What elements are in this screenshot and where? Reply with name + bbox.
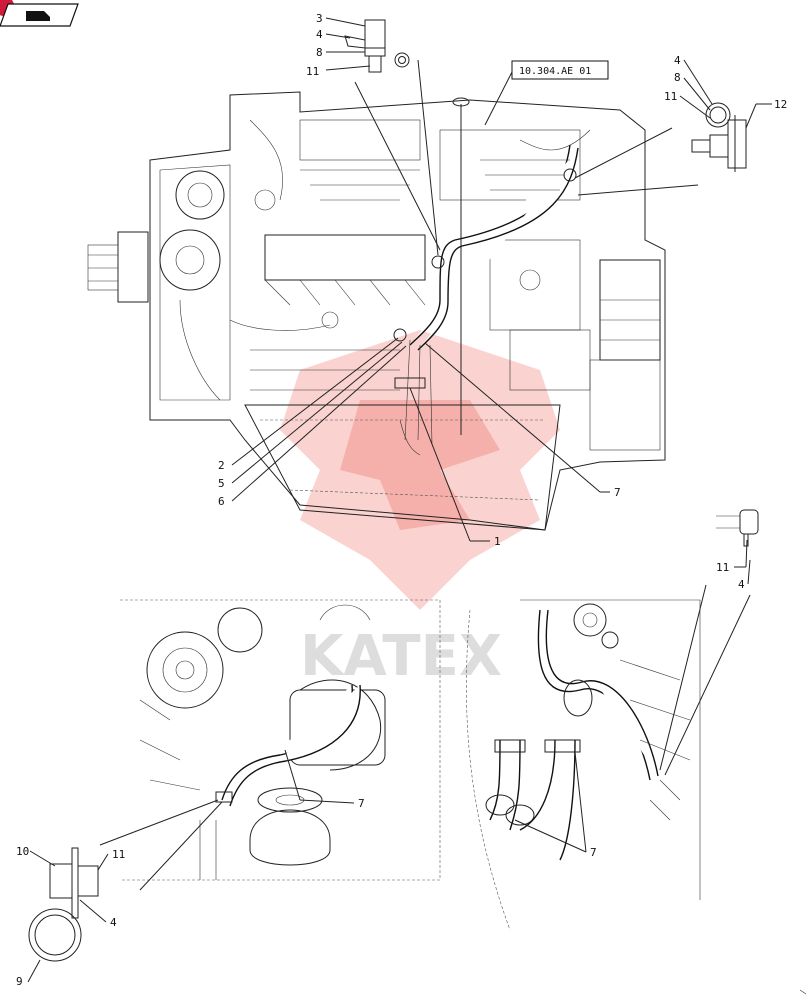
callout-5: 5 (218, 477, 225, 490)
lower-left-clamp-detail: 10 11 4 9 (16, 799, 223, 988)
callout-4-mr: 4 (738, 578, 745, 591)
watermark-text: KATEX (300, 624, 502, 689)
callout-1: 1 (494, 535, 501, 548)
callout-12-tr: 12 (774, 98, 787, 111)
top-fitting-detail: 3 4 8 11 (306, 12, 441, 256)
callout-7-lr: 7 (590, 846, 597, 859)
lower-right-view: 7 (466, 599, 701, 931)
callout-8: 8 (316, 46, 323, 59)
reference-box[interactable]: 10.304.AE 01 (484, 60, 609, 126)
book-icon (26, 11, 50, 21)
callout-4-ll: 4 (110, 916, 117, 929)
corner-badge[interactable] (0, 0, 79, 27)
callout-11: 11 (306, 65, 319, 78)
callout-2: 2 (218, 459, 225, 472)
callout-4: 4 (316, 28, 323, 41)
callout-8-tr: 8 (674, 71, 681, 84)
callout-11-ll: 11 (112, 848, 125, 861)
edge-mark (799, 989, 807, 995)
callout-11-tr: 11 (664, 90, 677, 103)
callout-10: 10 (16, 845, 29, 858)
watermark-logo: KATEX (280, 330, 560, 689)
main-view-callouts: 2 5 6 1 7 (218, 337, 621, 548)
callout-3: 3 (316, 12, 323, 25)
callout-11-mr: 11 (716, 561, 729, 574)
reference-box-text: 10.304.AE 01 (519, 66, 591, 77)
callout-9: 9 (16, 975, 23, 988)
lower-left-view: 7 (120, 599, 441, 881)
mid-right-fitting-detail: 11 4 (659, 509, 759, 776)
engine-main-view (87, 91, 666, 531)
callout-4-tr: 4 (674, 54, 681, 67)
callout-7-main: 7 (614, 486, 621, 499)
callout-7-ll: 7 (358, 797, 365, 810)
top-right-fitting-detail: 4 8 11 12 (574, 54, 787, 196)
callout-6: 6 (218, 495, 225, 508)
